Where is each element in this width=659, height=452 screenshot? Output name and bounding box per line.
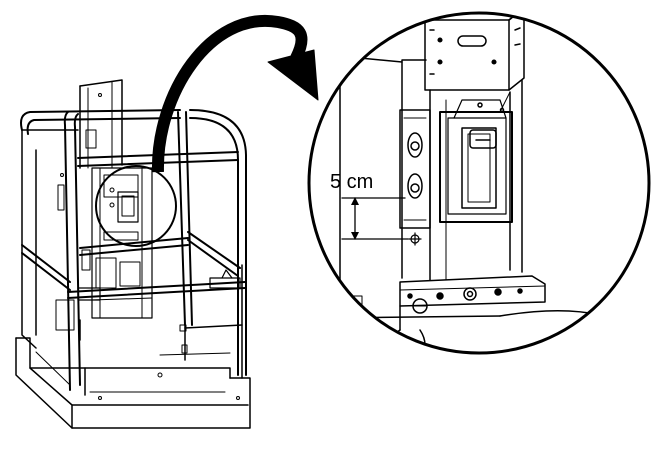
measurement-label: 5 cm: [330, 171, 374, 193]
callout-arrow: [151, 14, 319, 173]
dimension-indicator: [341, 197, 409, 240]
cage-frame: [15, 79, 251, 429]
detail-callout-circle: [95, 165, 177, 247]
magnification-circle: [307, 11, 651, 355]
